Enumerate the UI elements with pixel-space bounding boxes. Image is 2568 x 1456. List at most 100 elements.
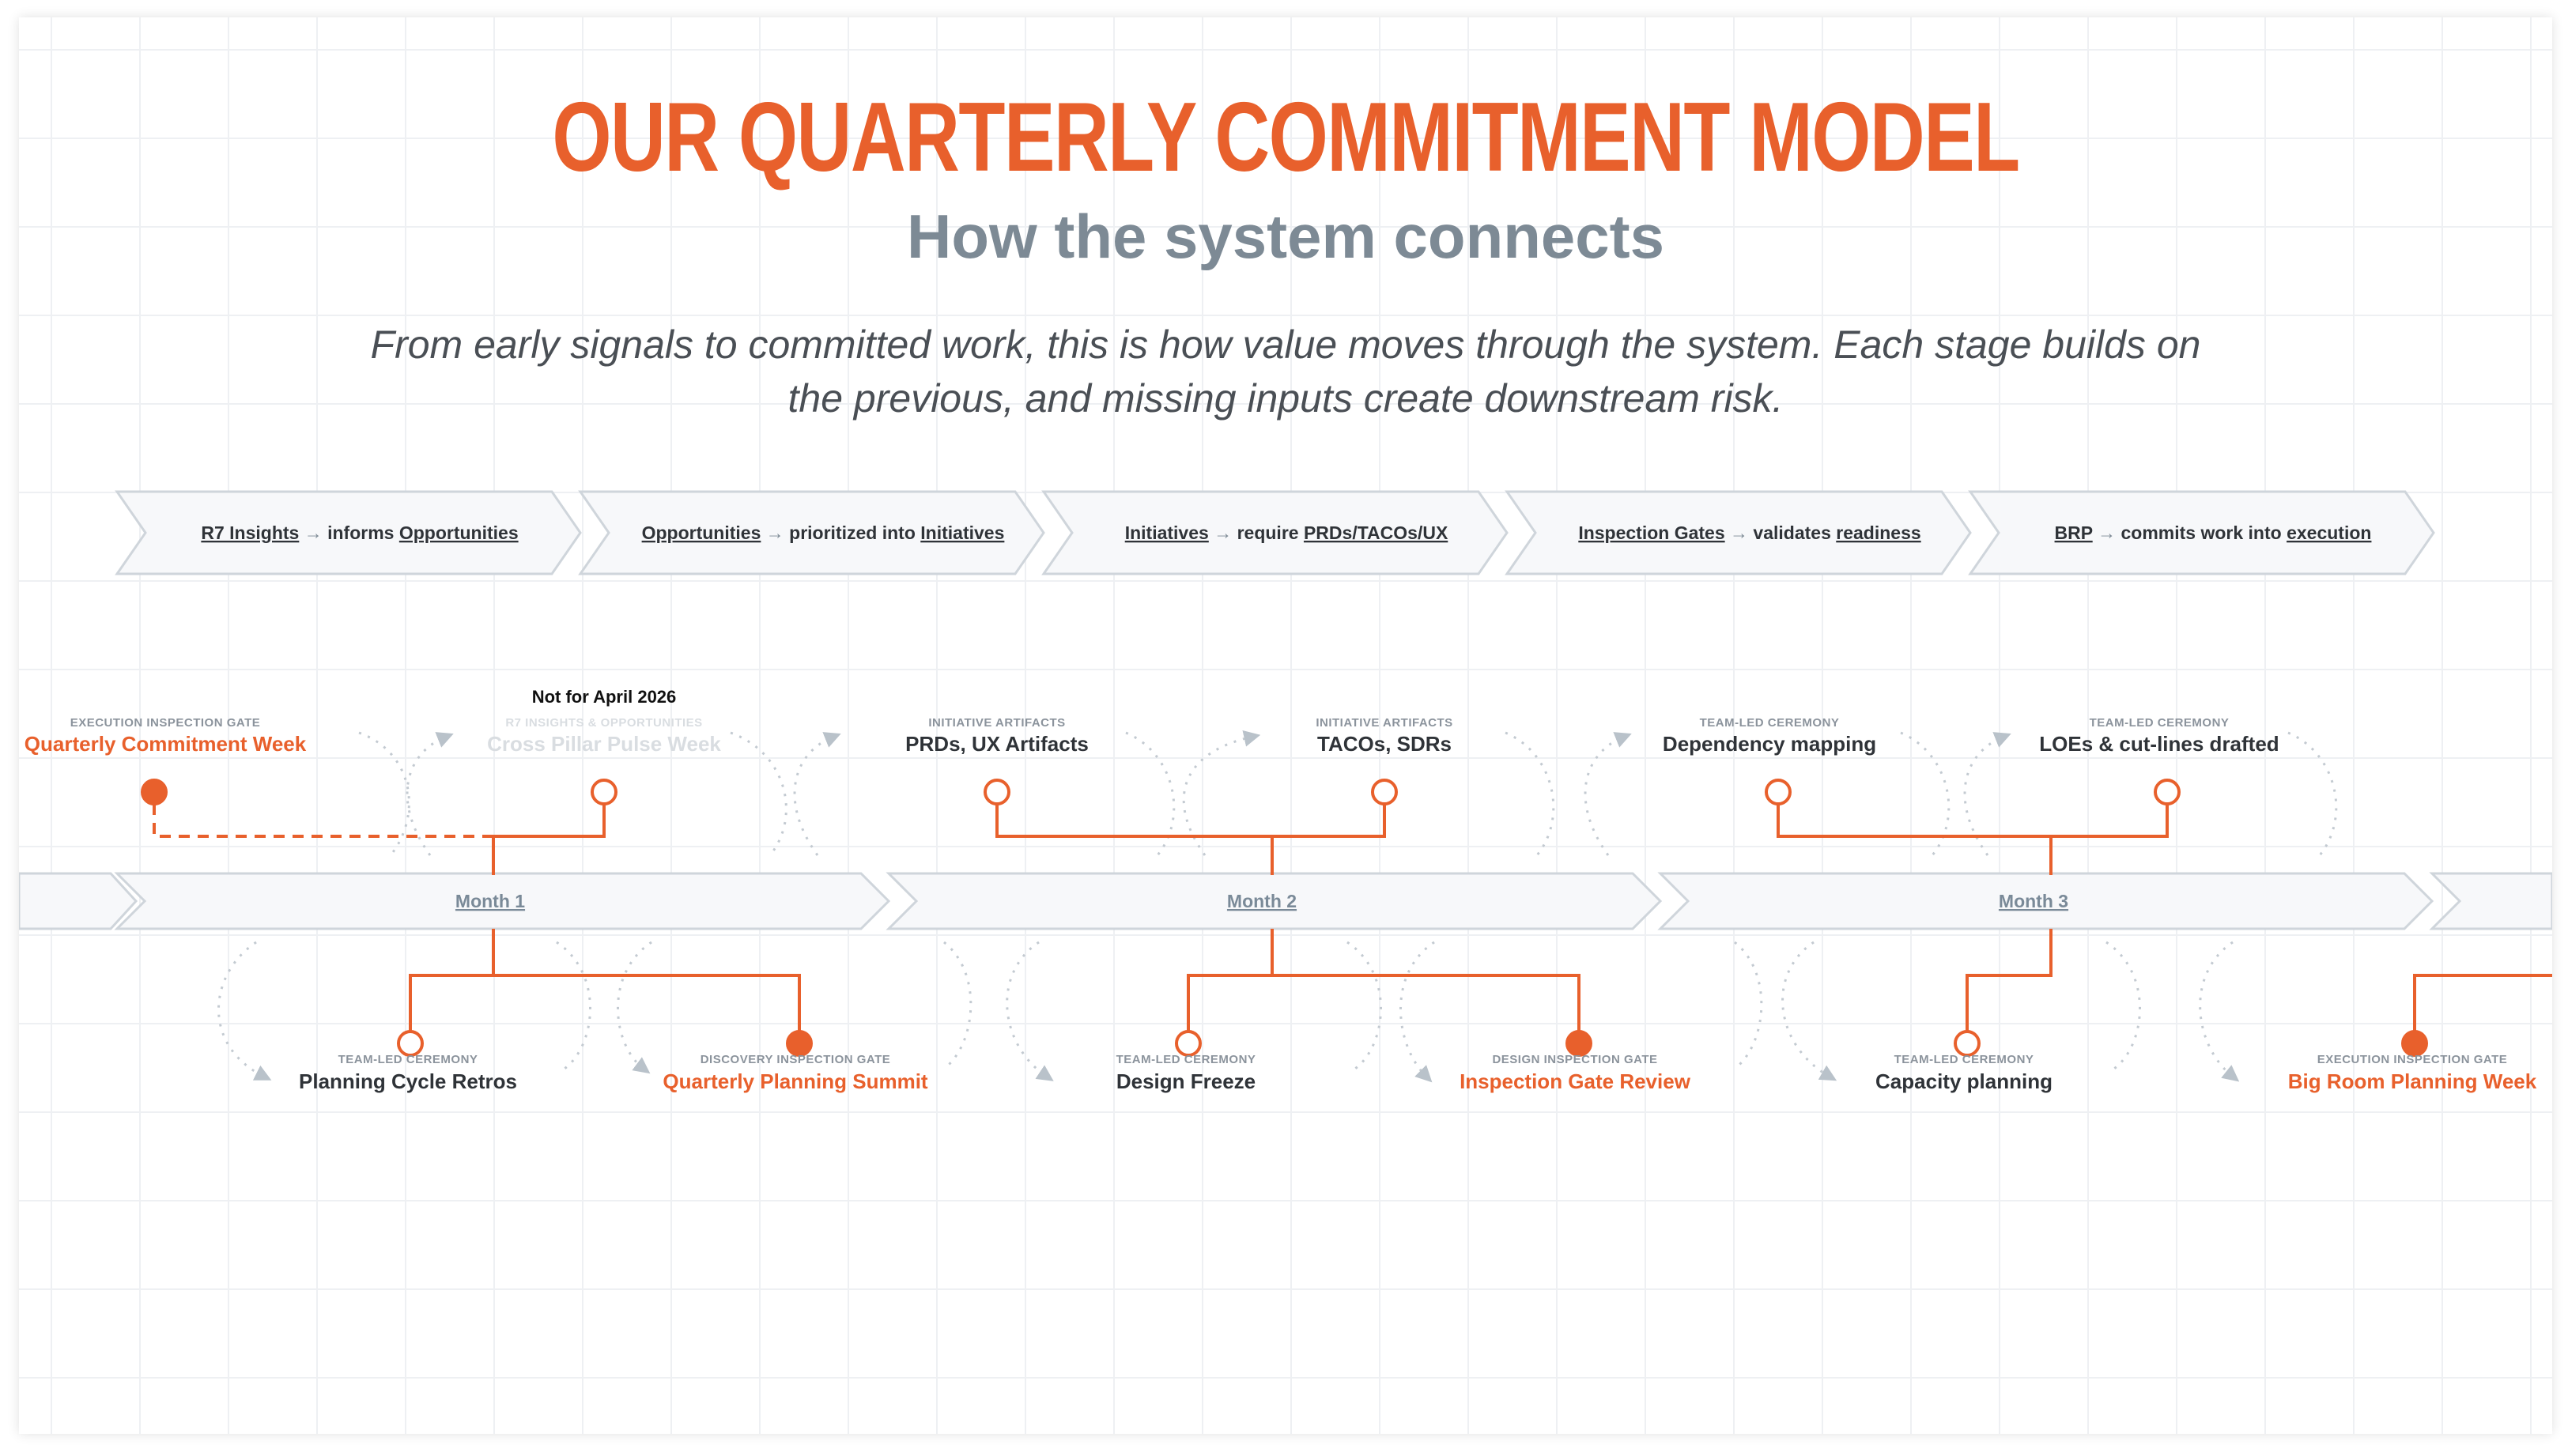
event-capacity-planning: Capacity planning (1875, 1069, 2053, 1093)
flow-verb: prioritized into (789, 522, 920, 543)
event-category: TEAM-LED CEREMONY (1894, 1053, 2034, 1066)
event-planning-cycle-retros: Planning Cycle Retros (299, 1069, 517, 1093)
flow-verb: validates (1753, 522, 1836, 543)
flow-chevron-inspection-gates (1505, 490, 1972, 575)
event-category: DISCOVERY INSPECTION GATE (701, 1053, 891, 1066)
event-category: TEAM-LED CEREMONY (1700, 716, 1840, 730)
month-timeline: Month 1 Month 2 Month 3 (19, 872, 2552, 930)
event-nodes (141, 779, 2428, 1057)
flow-verb: informs (327, 522, 399, 543)
connector-dashed (153, 804, 493, 838)
arrow-right-icon: → (1725, 522, 1754, 543)
event-node-tacos-sdrs (1371, 779, 1398, 805)
flow-chevron-brp (1968, 490, 2435, 575)
connector-curve (358, 731, 410, 856)
connector-month-3-bottom (1966, 929, 2053, 1032)
timeline-lead-chevron (19, 872, 138, 930)
month-2-label: Month 2 (1227, 891, 1297, 911)
connector-curve (1963, 732, 2011, 856)
connector-curve (2199, 941, 2240, 1082)
flow-verb: require (1237, 522, 1304, 543)
intro-line-2: the previous, and missing inputs create … (787, 376, 1784, 421)
event-quarterly-commitment-week: Quarterly Commitment Week (25, 732, 307, 756)
arrow-right-icon: → (299, 522, 327, 543)
flow-chevron-r7-insights (115, 490, 582, 575)
top-events: Not for April 2026 EXECUTION INSPECTION … (25, 687, 2279, 756)
event-node-quarterly-commitment-week (141, 779, 168, 805)
event-node-loes-cut-lines-drafted (2154, 779, 2181, 805)
connector-curve (217, 941, 272, 1081)
flow-source: Opportunities (642, 522, 761, 543)
month-3-label: Month 3 (1999, 891, 2068, 911)
connector-curve (943, 941, 972, 1070)
event-node-planning-cycle-retros (397, 1030, 424, 1057)
flow-label: Opportunities → prioritized into Initiat… (642, 522, 1005, 543)
event-node-dependency-mapping (1765, 779, 1792, 805)
connector-curve (2287, 731, 2338, 856)
connector-month-2-top (995, 804, 1386, 875)
connector-curve (1399, 941, 1435, 1083)
arrow-right-icon: → (2093, 522, 2121, 543)
event-inspection-gate-review: Inspection Gate Review (1460, 1069, 1691, 1093)
event-big-room-planning-week: Big Room Planning Week (2288, 1069, 2537, 1093)
event-node-capacity-planning (1954, 1030, 1981, 1057)
event-category: DESIGN INSPECTION GATE (1492, 1053, 1657, 1066)
event-category: INITIATIVE ARTIFACTS (1316, 716, 1452, 730)
flow-target: readiness (1836, 522, 1920, 543)
event-node-big-room-planning-week (2401, 1030, 2428, 1057)
flow-chevron-initiatives (1041, 490, 1509, 575)
event-node-prds-ux-artifacts (984, 779, 1010, 805)
connector-curve (730, 731, 787, 856)
event-cross-pillar-pulse-week: Cross Pillar Pulse Week (487, 732, 721, 756)
connector-curve (1006, 941, 1054, 1081)
event-connectors (153, 804, 2552, 1032)
connector-curve (1584, 732, 1632, 856)
flow-chevron-opportunities (578, 490, 1045, 575)
not-for-april-note: Not for April 2026 (532, 687, 677, 707)
flow-label: BRP → commits work into execution (2055, 522, 2372, 543)
timeline-trail-chevron (2429, 872, 2552, 930)
event-category: TEAM-LED CEREMONY (338, 1053, 478, 1066)
event-loes-cut-lines: LOEs & cut-lines drafted (2039, 732, 2279, 756)
event-node-inspection-gate-review (1565, 1030, 1592, 1057)
connector-curve (556, 941, 591, 1070)
flow-source: Initiatives (1125, 522, 1209, 543)
event-category: TEAM-LED CEREMONY (2090, 716, 2230, 730)
connector-curve (1734, 941, 1763, 1070)
flow-verb: commits work into (2120, 522, 2287, 543)
month-1-label: Month 1 (455, 891, 525, 911)
connector-curve (2105, 941, 2141, 1070)
connector-curve (406, 732, 454, 856)
connector-trailing (2413, 974, 2552, 1032)
event-node-cross-pillar-pulse-week (591, 779, 617, 805)
event-category: EXECUTION INSPECTION GATE (70, 716, 261, 730)
connector-month-3-top (1777, 804, 2169, 875)
flow-label: Initiatives → require PRDs/TACOs/UX (1125, 522, 1448, 543)
month-1-chevron (114, 872, 891, 930)
month-2-chevron (886, 872, 1663, 930)
event-category: EXECUTION INSPECTION GATE (2317, 1053, 2508, 1066)
connector-curve (1346, 941, 1382, 1070)
connector-month-1-bottom (409, 929, 801, 1032)
event-dependency-mapping: Dependency mapping (1663, 732, 1876, 756)
connector-month-2-bottom (1187, 929, 1580, 1032)
flow-label: R7 Insights → informs Opportunities (201, 522, 518, 543)
connector-month-1-top (492, 804, 606, 875)
connector-curve (1781, 941, 1837, 1081)
bottom-events: TEAM-LED CEREMONY Planning Cycle Retros … (299, 1053, 2537, 1093)
cycle-connectors (217, 730, 2338, 1083)
event-node-design-freeze (1175, 1030, 1202, 1057)
event-category: R7 INSIGHTS & OPPORTUNITIES (505, 716, 702, 730)
intro-text: From early signals to committed work, th… (280, 318, 2291, 425)
flow-label: Inspection Gates → validates readiness (1578, 522, 1920, 543)
flow-target: PRDs/TACOs/UX (1304, 522, 1448, 543)
flow-target: Opportunities (399, 522, 519, 543)
arrow-right-icon: → (761, 522, 789, 543)
event-prds-ux-artifacts: PRDs, UX Artifacts (905, 732, 1089, 756)
connector-curve (1505, 731, 1555, 856)
event-quarterly-planning-summit: Quarterly Planning Summit (663, 1069, 928, 1093)
intro-line-1: From early signals to committed work, th… (370, 323, 2201, 367)
connector-curve (793, 732, 841, 856)
flow-target: Initiatives (920, 522, 1004, 543)
